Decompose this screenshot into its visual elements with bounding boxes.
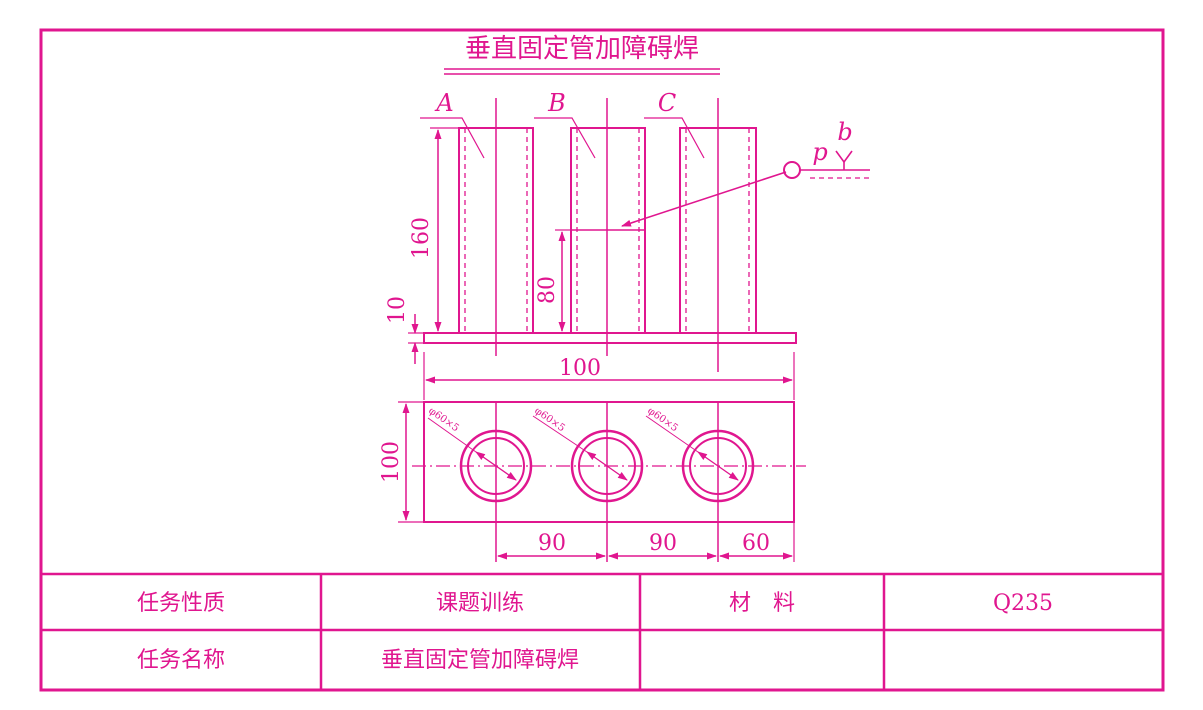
plate-top-view (423, 401, 795, 523)
task-name-label: 任务名称 (137, 648, 225, 673)
weld-leader-arrow (621, 171, 787, 227)
weld-symbol-b: b (837, 118, 852, 146)
dim-text-edge-60: 60 (742, 531, 770, 556)
task-nature-value: 课题训练 (436, 591, 524, 616)
drawing-title: 垂直固定管加障碍焊 (465, 34, 699, 64)
pipe-spec-a: φ60×5 (426, 405, 461, 434)
pipe-label-a: A (434, 89, 453, 117)
pipe-label-c: C (658, 89, 676, 117)
pipe-a (458, 98, 534, 356)
dim-text-spacing-1: 90 (538, 531, 566, 556)
pipe-label-b: B (547, 89, 566, 117)
base-plate (423, 332, 797, 344)
weld-groove-symbol (835, 150, 853, 164)
pipe-b-top (532, 415, 644, 503)
title-block (41, 572, 1163, 690)
pipe-a-top (427, 417, 533, 503)
pipe-spec-c: φ60×5 (645, 405, 680, 434)
dim-text-160: 160 (409, 217, 434, 259)
leader-a (420, 117, 485, 159)
material-value: Q235 (993, 591, 1053, 616)
pipe-c (679, 98, 757, 372)
front-view (408, 98, 870, 372)
weld-symbol-p: p (812, 138, 827, 166)
dim-text-spacing-2: 90 (649, 531, 677, 556)
weld-all-around-circle (783, 161, 801, 179)
dim-text-width-100: 100 (559, 356, 601, 381)
dim-text-80: 80 (535, 276, 560, 304)
dim-text-depth-100: 100 (379, 441, 404, 483)
sheet-border (39, 28, 1165, 692)
leader-b (534, 117, 596, 159)
task-name-value: 垂直固定管加障碍焊 (381, 648, 579, 673)
task-nature-label: 任务性质 (137, 591, 225, 616)
pipe-c-top (645, 415, 755, 503)
top-view (398, 352, 806, 562)
leader-c (644, 117, 705, 159)
dim-text-10: 10 (385, 296, 410, 324)
material-label: 材 料 (729, 591, 795, 616)
pipe-spec-b: φ60×5 (532, 405, 567, 434)
